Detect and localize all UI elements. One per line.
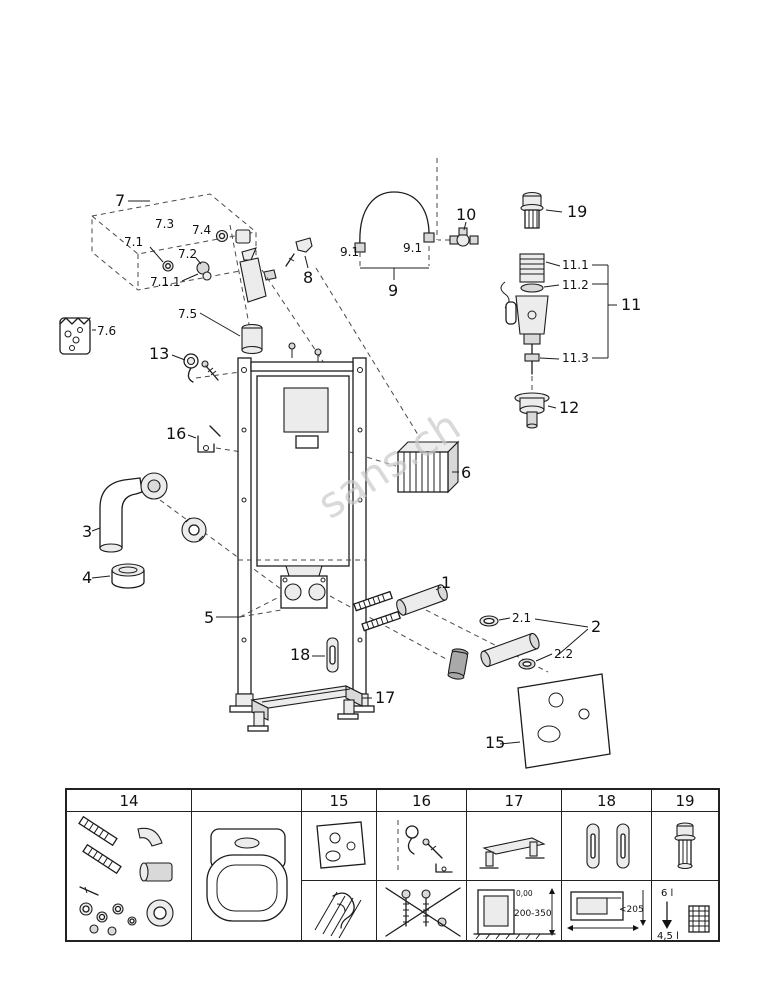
label-18: 18 — [290, 645, 310, 664]
insulation-mat-icon — [315, 821, 366, 869]
cell-flush-valve — [652, 812, 718, 880]
flush-valve-top-drawing — [520, 191, 563, 229]
table-header-16: 16 — [377, 790, 467, 812]
label-8: 8 — [303, 268, 313, 287]
label-6: 6 — [461, 463, 471, 482]
label-7: 7 — [115, 191, 125, 210]
label-5: 5 — [204, 608, 214, 627]
clip-drawing — [285, 237, 313, 267]
flexible-hose-drawing — [354, 191, 435, 280]
label-2: 2 — [591, 617, 601, 636]
label-4: 4 — [82, 568, 92, 587]
flush-eco-label: 4,5 l — [657, 931, 679, 940]
no-extra-screws-icon — [384, 886, 461, 937]
floor-rail-drawing — [247, 685, 372, 732]
part-labels: 7 7.3 7.4 7.1 7.2 7.1.1 7.5 7.6 8 9.1 9.… — [82, 191, 641, 752]
depth-section-icon: <205 — [566, 889, 646, 931]
table-header-17: 17 — [467, 790, 562, 812]
label-11-1: 11.1 — [562, 258, 589, 272]
cell-depth-section: <205 — [562, 880, 652, 940]
cell-toilet-seat — [192, 812, 302, 940]
cell-support-bracket — [467, 812, 562, 880]
label-13: 13 — [149, 344, 169, 363]
label-7-3: 7.3 — [155, 217, 174, 231]
no-noise-ear-icon — [314, 891, 361, 938]
table-header-14: 14 — [67, 790, 192, 812]
label-9: 9 — [388, 281, 398, 300]
label-11-2: 11.2 — [562, 278, 589, 292]
flush-valve-icon — [674, 822, 696, 870]
frame-strap-drawing — [312, 637, 339, 673]
wall-bracket-icon — [585, 823, 630, 869]
support-bracket-icon — [478, 837, 546, 869]
label-7-6: 7.6 — [97, 324, 116, 338]
sound-insulation-panel-drawing — [499, 673, 611, 769]
inlet-elbow-drawing — [99, 472, 207, 553]
hardware-set-icon — [77, 815, 174, 936]
mounting-height-icon: 0,00 200-350 — [472, 887, 556, 939]
height-range-dim: 200-350 — [514, 909, 552, 919]
cell-wall-hook — [377, 812, 467, 880]
spare-parts-bag-drawing — [59, 317, 91, 355]
flush-pipe-group-drawing — [447, 615, 589, 680]
hook-anchor-drawing — [183, 353, 241, 383]
outlet-flange-drawing — [514, 376, 557, 429]
label-7-1-1: 7.1.1 — [150, 275, 181, 289]
label-19: 19 — [567, 202, 587, 221]
angle-valve-drawing — [436, 158, 479, 247]
label-12: 12 — [559, 398, 579, 417]
cell-wall-brackets — [562, 812, 652, 880]
label-11-3: 11.3 — [562, 351, 589, 365]
floor-level-dim: 0,00 — [516, 889, 533, 898]
outlet-pipe-drawing — [353, 584, 448, 632]
depth-max-dim: <205 — [619, 905, 644, 915]
toilet-seat-icon — [205, 828, 288, 922]
wall-bracket-small-drawing — [197, 425, 243, 453]
cell-mounting-height: 0,00 200-350 — [467, 880, 562, 940]
cell-flush-volume: 6 l 4,5 l — [652, 880, 718, 940]
label-9-1b: 9.1 — [403, 241, 422, 255]
table-header-blank — [192, 790, 302, 812]
flush-volume-icon: 6 l 4,5 l — [657, 888, 710, 940]
flush-plate-box-drawing — [396, 440, 460, 494]
seal-ring-drawing — [111, 563, 145, 589]
label-2-2: 2.2 — [554, 647, 573, 661]
label-11: 11 — [621, 295, 641, 314]
label-1: 1 — [441, 573, 451, 592]
label-3: 3 — [82, 522, 92, 541]
cell-no-extra-screws — [377, 880, 467, 940]
label-17: 17 — [375, 688, 395, 707]
cistern-drawing — [256, 375, 350, 567]
wall-hook-icon — [397, 820, 453, 873]
fill-valve-column-drawing — [500, 253, 617, 375]
cell-hardware-set — [67, 812, 192, 940]
label-7-1: 7.1 — [124, 235, 143, 249]
exploded-parts-diagram: sans.ch 7 7.3 7.4 7.1 7.2 7.1.1 7.5 7.6 … — [59, 158, 641, 769]
mounting-frame-drawing — [229, 342, 375, 713]
fill-valve-assembly-drawing — [91, 193, 277, 355]
label-7-4: 7.4 — [192, 223, 211, 237]
table-header-15: 15 — [302, 790, 377, 812]
cell-insulation-mat — [302, 812, 377, 880]
cell-no-noise — [302, 880, 377, 940]
label-16: 16 — [166, 424, 186, 443]
table-header-19: 19 — [652, 790, 718, 812]
label-2-1: 2.1 — [512, 611, 531, 625]
label-7-5: 7.5 — [178, 307, 197, 321]
parts-legend-table: 14 15 16 17 18 19 — [65, 788, 720, 942]
label-7-2: 7.2 — [178, 247, 197, 261]
flush-full-label: 6 l — [661, 888, 673, 899]
label-10: 10 — [456, 205, 476, 224]
label-leaders — [91, 200, 442, 618]
label-9-1a: 9.1 — [340, 245, 359, 259]
table-header-18: 18 — [562, 790, 652, 812]
label-15: 15 — [485, 733, 505, 752]
